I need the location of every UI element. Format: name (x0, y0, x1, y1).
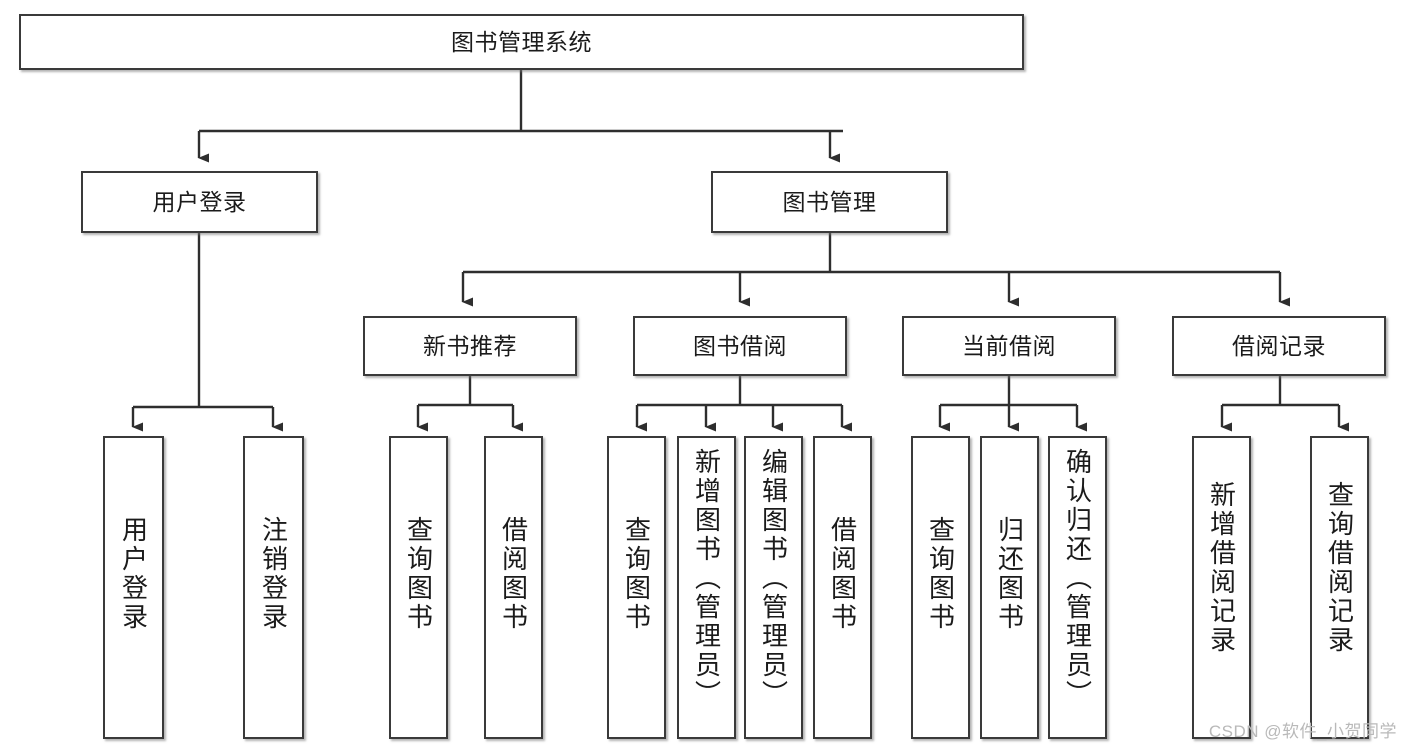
node-label: 查询图书 (925, 516, 956, 632)
node-current-borrow[interactable]: 当前借阅 (902, 316, 1116, 376)
node-label: 用户登录 (118, 516, 149, 632)
leaf-return-book[interactable]: 归还图书 (980, 436, 1039, 739)
node-label: 归还图书 (994, 516, 1025, 632)
node-book-management[interactable]: 图书管理 (711, 171, 948, 233)
node-label: 新书推荐 (423, 332, 517, 359)
node-book-borrow[interactable]: 图书借阅 (633, 316, 847, 376)
node-label: 新增借阅记录 (1206, 481, 1237, 655)
node-new-book-recommend[interactable]: 新书推荐 (363, 316, 577, 376)
node-label: 确认归还（管理员） (1062, 448, 1093, 709)
node-label: 查询借阅记录 (1324, 481, 1355, 655)
node-label: 图书管理系统 (451, 28, 592, 55)
leaf-borrow-book[interactable]: 借阅图书 (813, 436, 872, 739)
leaf-confirm-return-admin[interactable]: 确认归还（管理员） (1048, 436, 1107, 739)
leaf-user-logout[interactable]: 注销登录 (243, 436, 304, 739)
node-label: 查询图书 (403, 516, 434, 632)
leaf-query-book-current[interactable]: 查询图书 (911, 436, 970, 739)
leaf-query-borrow-record[interactable]: 查询借阅记录 (1310, 436, 1369, 739)
leaf-user-login[interactable]: 用户登录 (103, 436, 164, 739)
node-label: 用户登录 (152, 188, 247, 215)
leaf-query-book-recommend[interactable]: 查询图书 (389, 436, 448, 739)
leaf-add-book-admin[interactable]: 新增图书（管理员） (677, 436, 736, 739)
node-label: 当前借阅 (962, 332, 1056, 359)
leaf-query-book-borrow[interactable]: 查询图书 (607, 436, 666, 739)
node-label: 注销登录 (258, 516, 289, 632)
node-label: 编辑图书（管理员） (758, 448, 789, 709)
node-label: 借阅图书 (827, 516, 858, 632)
leaf-borrow-book-recommend[interactable]: 借阅图书 (484, 436, 543, 739)
leaf-add-borrow-record[interactable]: 新增借阅记录 (1192, 436, 1251, 739)
node-user-login[interactable]: 用户登录 (81, 171, 318, 233)
node-label: 图书管理 (782, 188, 877, 215)
csdn-watermark: CSDN @软件_小贺同学 (1208, 722, 1397, 741)
node-root-book-management-system[interactable]: 图书管理系统 (19, 14, 1024, 70)
node-label: 图书借阅 (693, 332, 787, 359)
leaf-edit-book-admin[interactable]: 编辑图书（管理员） (744, 436, 803, 739)
node-label: 借阅图书 (498, 516, 529, 632)
node-label: 借阅记录 (1232, 332, 1326, 359)
node-borrow-record[interactable]: 借阅记录 (1172, 316, 1386, 376)
node-label: 新增图书（管理员） (691, 448, 722, 709)
node-label: 查询图书 (621, 516, 652, 632)
